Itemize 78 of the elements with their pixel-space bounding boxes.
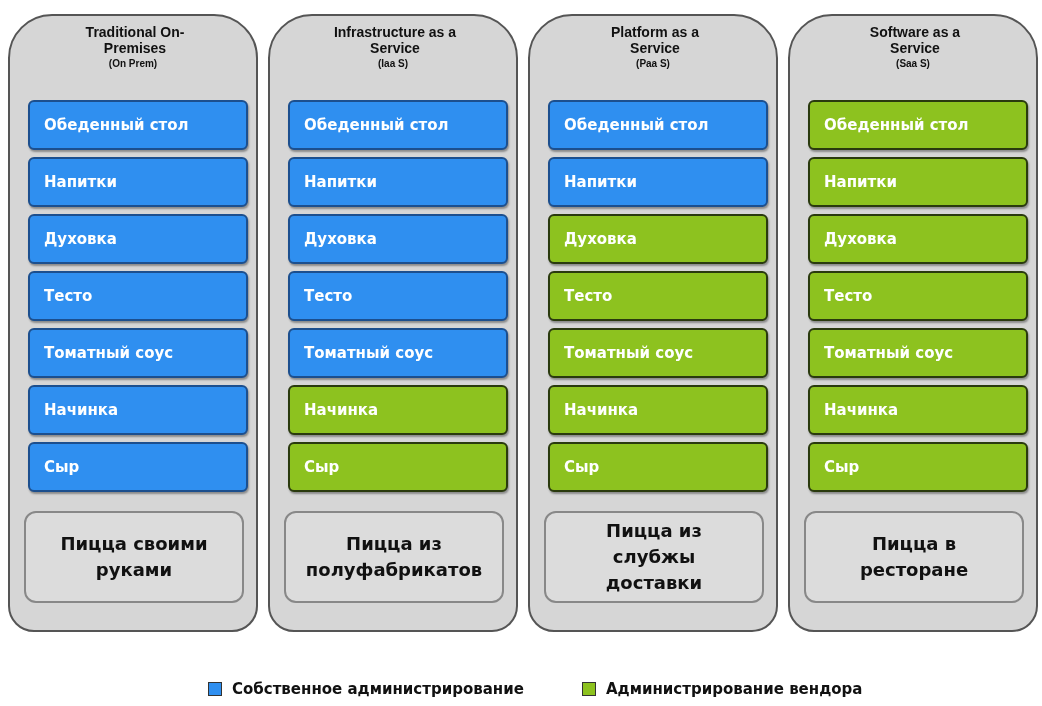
layer-label: Обеденный стол <box>44 116 189 134</box>
layer-bar <box>28 157 248 207</box>
layer-bar <box>808 385 1028 435</box>
layer-label: Духовка <box>824 230 897 248</box>
layer-bar <box>28 100 248 150</box>
column-subtitle: (Paa S) <box>635 58 671 69</box>
layer-bar <box>288 100 508 150</box>
column-subtitle: (Saa S) <box>895 58 931 69</box>
layer-bar <box>548 157 768 207</box>
column-subtitle: (On Prem) <box>107 58 159 69</box>
layer-label: Напитки <box>824 173 897 191</box>
layer-label: Тесто <box>44 287 93 305</box>
layer-label: Тесто <box>824 287 873 305</box>
option-label: Пицца своими руками <box>59 532 209 582</box>
option-label: Пицца в ресторане <box>858 532 970 582</box>
layer-bar <box>808 100 1028 150</box>
layer-label: Томатный соус <box>44 344 174 362</box>
service-column <box>788 14 1038 632</box>
column-title: Infrastructure as a Service <box>332 24 458 56</box>
layer-bar <box>808 271 1028 321</box>
layer-label: Сыр <box>564 458 600 476</box>
pizza-option-box <box>24 511 244 603</box>
layer-label: Обеденный стол <box>564 116 709 134</box>
layer-bar <box>548 100 768 150</box>
layer-label: Сыр <box>44 458 80 476</box>
layer-bar <box>808 328 1028 378</box>
layer-bar <box>288 214 508 264</box>
layer-bar <box>548 385 768 435</box>
layer-label: Начинка <box>304 401 379 419</box>
column-title: Software as a Service <box>868 24 962 56</box>
option-label: Пицца из слубжы доставки <box>604 519 704 595</box>
layer-label: Напитки <box>564 173 637 191</box>
pizza-option-box <box>804 511 1024 603</box>
option-label: Пицца из полуфабрикатов <box>304 532 484 582</box>
layer-bar <box>548 271 768 321</box>
layer-bar <box>288 157 508 207</box>
layer-bar <box>28 442 248 492</box>
layer-bar <box>288 271 508 321</box>
layer-bar <box>548 442 768 492</box>
column-subtitle: (Iaa S) <box>377 58 409 69</box>
layer-bar <box>288 385 508 435</box>
layer-label: Начинка <box>44 401 119 419</box>
layer-bar <box>28 214 248 264</box>
layer-bar <box>548 214 768 264</box>
layer-bar <box>808 442 1028 492</box>
layer-label: Напитки <box>304 173 377 191</box>
layer-bar <box>28 328 248 378</box>
layer-label: Обеденный стол <box>304 116 449 134</box>
layer-label: Томатный соус <box>824 344 954 362</box>
pizza-option-box <box>284 511 504 603</box>
layer-label: Напитки <box>44 173 117 191</box>
legend-label: Администрирование вендора <box>606 680 863 698</box>
layer-bar <box>808 157 1028 207</box>
layer-bar <box>288 442 508 492</box>
layer-label: Тесто <box>304 287 353 305</box>
legend-label: Собственное администрирование <box>232 680 524 698</box>
layer-label: Обеденный стол <box>824 116 969 134</box>
layer-bar <box>288 328 508 378</box>
layer-bar <box>28 271 248 321</box>
layer-bar <box>28 385 248 435</box>
layer-label: Сыр <box>304 458 340 476</box>
layer-label: Тесто <box>564 287 613 305</box>
layer-label: Духовка <box>44 230 117 248</box>
layer-bar <box>548 328 768 378</box>
service-column <box>528 14 778 632</box>
layer-label: Томатный соус <box>304 344 434 362</box>
column-title: Platform as a Service <box>610 24 700 56</box>
pizza-option-box <box>544 511 764 603</box>
layer-label: Начинка <box>564 401 639 419</box>
service-column <box>268 14 518 632</box>
layer-label: Духовка <box>564 230 637 248</box>
layer-label: Сыр <box>824 458 860 476</box>
layer-bar <box>808 214 1028 264</box>
layer-label: Томатный соус <box>564 344 694 362</box>
service-column <box>8 14 258 632</box>
layer-label: Начинка <box>824 401 899 419</box>
column-title: Traditional On-Premises <box>84 24 186 56</box>
layer-label: Духовка <box>304 230 377 248</box>
